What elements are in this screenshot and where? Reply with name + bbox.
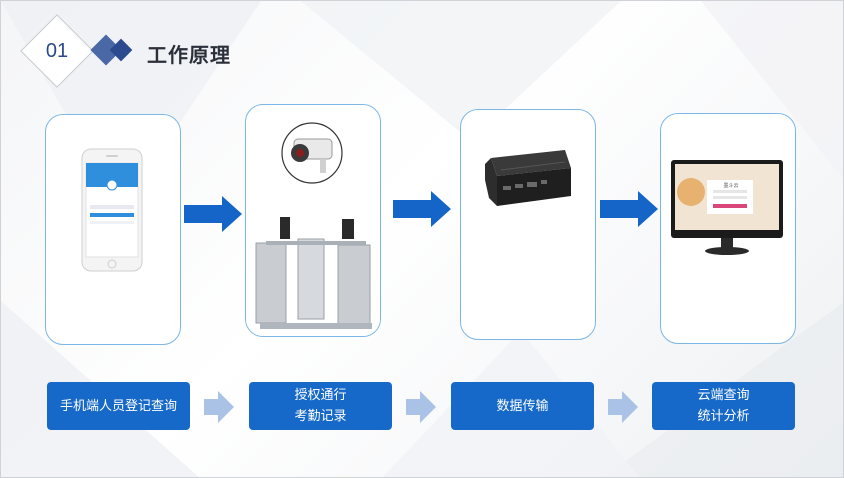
step-4-line-2: 统计分析 bbox=[697, 409, 750, 424]
arrow-right-icon bbox=[184, 196, 242, 232]
step-2-line-1: 授权通行 bbox=[294, 388, 347, 403]
chevron-right-icon bbox=[204, 391, 234, 423]
arrow-right-icon bbox=[600, 191, 658, 227]
section-number: 01 bbox=[45, 39, 69, 62]
step-box-1: 手机端人员登记查询 bbox=[47, 382, 190, 430]
panel-turnstile bbox=[245, 104, 381, 337]
arrow-right-icon bbox=[393, 191, 451, 227]
step-2-line-2: 考勤记录 bbox=[294, 409, 347, 424]
step-box-4: 云端查询 统计分析 bbox=[652, 382, 795, 430]
step-1-line-1: 手机端人员登记查询 bbox=[59, 398, 177, 414]
step-3-line-1: 数据传输 bbox=[496, 398, 549, 414]
chevron-right-icon bbox=[406, 391, 436, 423]
step-box-2: 授权通行 考勤记录 bbox=[249, 382, 392, 430]
step-4-line-1: 云端查询 bbox=[697, 388, 750, 403]
monitor-image bbox=[671, 160, 783, 255]
monitor-app-name: 墨斗云 bbox=[723, 183, 739, 189]
turnstile-image bbox=[246, 122, 380, 336]
step-box-3: 数据传输 bbox=[451, 382, 594, 430]
chevron-right-icon bbox=[608, 391, 638, 423]
phone-image bbox=[81, 148, 143, 272]
panel-monitor: 墨斗云 bbox=[660, 113, 796, 344]
server-image bbox=[485, 150, 571, 206]
panel-phone bbox=[45, 114, 181, 345]
page-title: 工作原理 bbox=[147, 43, 231, 67]
panel-server bbox=[460, 109, 596, 340]
